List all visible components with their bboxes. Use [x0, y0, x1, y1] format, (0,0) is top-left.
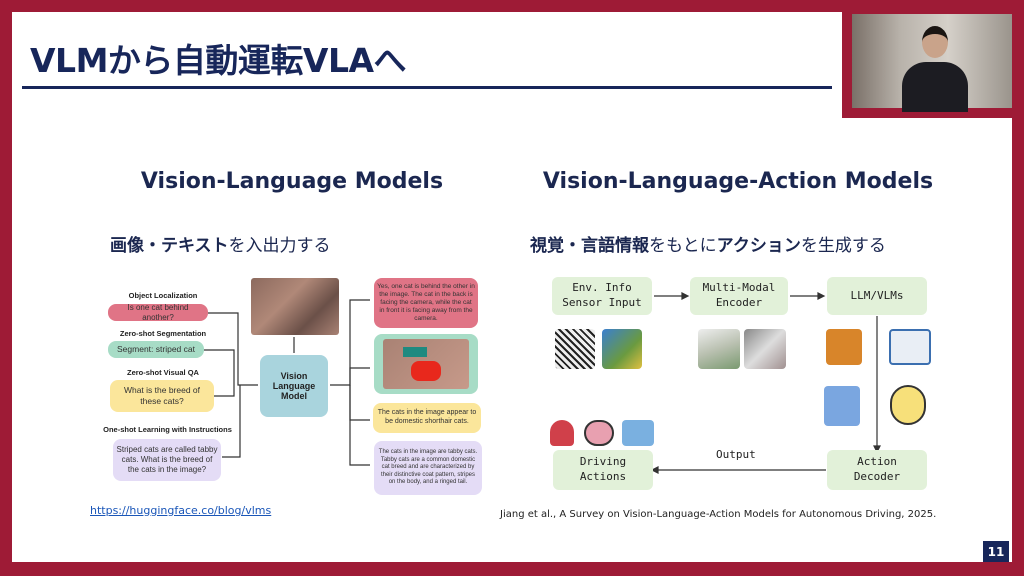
llm-vlm-box: LLM/VLMs: [827, 277, 927, 315]
pedal-icon: [622, 420, 654, 446]
output-bubble: The cats in the image are tabby cats. Ta…: [374, 441, 482, 495]
action-decoder-box: Action Decoder: [827, 450, 927, 490]
citation: Jiang et al., A Survey on Vision-Languag…: [500, 509, 937, 520]
thinking-person-icon: [890, 385, 926, 425]
lidar-image: [555, 329, 595, 369]
map-pin-icon: [698, 329, 740, 369]
presenter: [902, 26, 968, 112]
task-label: Object Localization: [128, 291, 198, 300]
task-prompt: What is the breed of these cats?: [110, 380, 214, 412]
neural-network-icon: [824, 386, 860, 426]
output-bubble: The cats in the image appear to be domes…: [373, 403, 481, 433]
task-label: One-shot Learning with Instructions: [103, 425, 232, 434]
driving-actions-box: Driving Actions: [553, 450, 653, 490]
output-label: Output: [716, 448, 756, 461]
cat-image: [251, 278, 339, 335]
env-info-box: Env. Info Sensor Input: [552, 277, 652, 315]
vision-language-model-box: Vision Language Model: [260, 355, 328, 417]
segmentation-output: [374, 334, 478, 394]
vla-heading: Vision-Language-Action Models: [542, 169, 934, 194]
slide-title: VLMから自動運転VLAへ: [30, 41, 407, 80]
task-prompt: Segment: striped cat: [108, 341, 204, 358]
vlm-subheading: 画像・テキストを入出力する: [110, 236, 331, 256]
webcam-overlay: [842, 12, 1024, 118]
multimodal-encoder-box: Multi-Modal Encoder: [690, 277, 788, 315]
steering-wheel-icon: [584, 420, 614, 446]
vla-subheading: 視覚・言語情報をもとにアクションを生成する: [530, 236, 886, 256]
task-prompt: Striped cats are called tabby cats. What…: [113, 439, 221, 481]
camera-image: [602, 329, 642, 369]
title-underline: [22, 86, 832, 89]
output-bubble: Yes, one cat is behind the other in the …: [374, 278, 478, 328]
knowledge-book-icon: [826, 329, 862, 365]
huggingface-link[interactable]: https://huggingface.co/blog/vlms: [90, 504, 272, 517]
task-label: Zero-shot Segmentation: [119, 329, 207, 338]
workflow-icon: [889, 329, 931, 365]
task-prompt: Is one cat behind another?: [108, 303, 208, 322]
page-number: 11: [983, 541, 1009, 562]
vlm-heading: Vision-Language Models: [140, 169, 444, 194]
webcam-video: [852, 14, 1012, 112]
scene-image: [744, 329, 786, 369]
route-icon: [550, 420, 574, 446]
task-label: Zero-shot Visual QA: [127, 368, 199, 377]
